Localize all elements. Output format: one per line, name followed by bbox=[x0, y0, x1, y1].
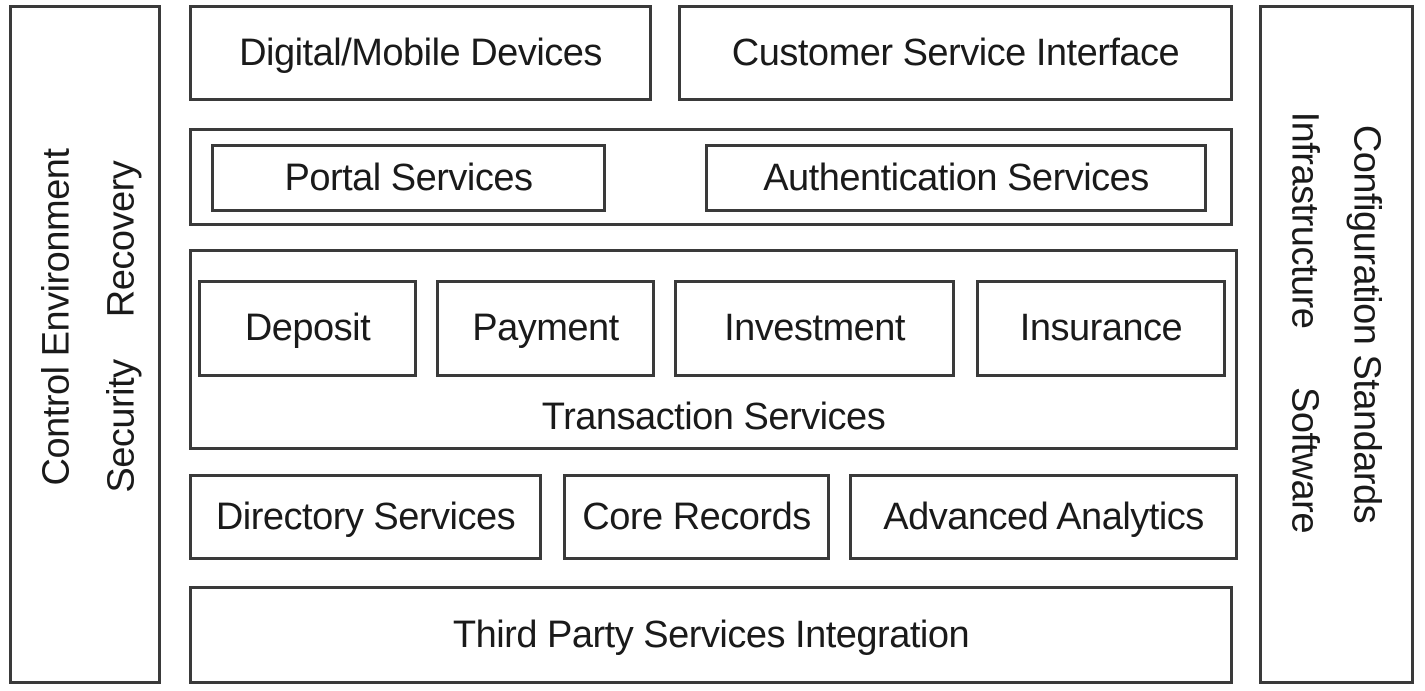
left-pillar-line1: Control Environment bbox=[35, 148, 78, 486]
transaction-services-title: Transaction Services bbox=[541, 395, 886, 438]
core-records-box: Core Records bbox=[563, 474, 830, 560]
investment-label: Investment bbox=[724, 307, 905, 349]
left-pillar-security: Security bbox=[100, 359, 143, 493]
portal-services-box: Portal Services bbox=[211, 144, 606, 212]
customer-service-interface-box: Customer Service Interface bbox=[678, 5, 1233, 101]
insurance-box: Insurance bbox=[976, 280, 1226, 377]
payment-label: Payment bbox=[472, 307, 619, 349]
right-pillar-software: Software bbox=[1283, 387, 1326, 533]
third-party-integration-label: Third Party Services Integration bbox=[452, 613, 970, 656]
right-pillar-box: Configuration Standards Infrastructure S… bbox=[1259, 5, 1414, 684]
third-party-integration-box: Third Party Services Integration bbox=[189, 586, 1233, 684]
left-pillar-box: Control Environment Security Recovery bbox=[9, 5, 161, 684]
deposit-label: Deposit bbox=[244, 307, 371, 349]
authentication-services-box: Authentication Services bbox=[705, 144, 1207, 212]
directory-services-box: Directory Services bbox=[189, 474, 542, 560]
deposit-box: Deposit bbox=[198, 280, 417, 377]
portal-services-label: Portal Services bbox=[284, 156, 533, 199]
insurance-label: Insurance bbox=[1019, 307, 1183, 349]
right-pillar-line1: Configuration Standards bbox=[1345, 124, 1388, 524]
left-pillar-recovery: Recovery bbox=[100, 160, 143, 318]
advanced-analytics-box: Advanced Analytics bbox=[849, 474, 1238, 560]
digital-mobile-devices-label: Digital/Mobile Devices bbox=[239, 31, 602, 74]
digital-mobile-devices-box: Digital/Mobile Devices bbox=[189, 5, 652, 101]
advanced-analytics-label: Advanced Analytics bbox=[883, 495, 1204, 538]
right-pillar-infrastructure: Infrastructure bbox=[1283, 111, 1326, 329]
authentication-services-label: Authentication Services bbox=[763, 156, 1149, 199]
payment-box: Payment bbox=[436, 280, 655, 377]
customer-service-interface-label: Customer Service Interface bbox=[731, 31, 1180, 74]
core-records-label: Core Records bbox=[582, 495, 811, 538]
directory-services-label: Directory Services bbox=[215, 495, 516, 538]
investment-box: Investment bbox=[674, 280, 955, 377]
